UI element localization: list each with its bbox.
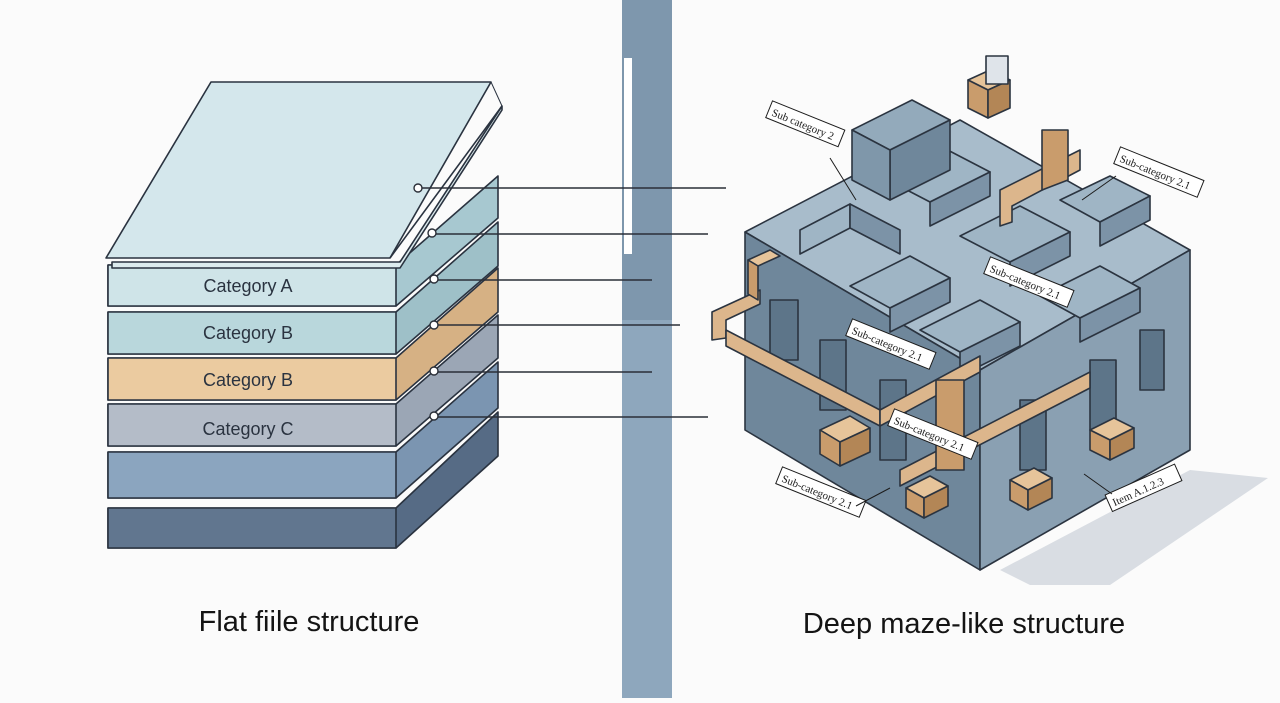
flat-stack (105, 81, 503, 549)
flat-structure-caption: Flat fiile structure (198, 606, 420, 638)
stack-layer-2 (107, 221, 499, 355)
tag-1: Sub category 2 (765, 100, 846, 148)
stack-layer-3 (107, 267, 499, 401)
layer-label-2: Category B (203, 323, 293, 343)
stack-top-sheet (105, 81, 503, 259)
stack-layer-1 (107, 175, 499, 307)
stack-layer-4 (107, 314, 499, 447)
maze-structure-caption: Deep maze-like structure (802, 608, 1126, 640)
layer-label-4: Category C (202, 419, 293, 439)
layer-label-1: Category A (203, 276, 292, 296)
connector-lines (413, 183, 726, 421)
maze-cube (711, 55, 1268, 585)
center-divider (622, 0, 672, 698)
layer-label-3: Category B (203, 370, 293, 390)
stack-layer-5 (107, 361, 499, 499)
stack-layer-6 (107, 411, 499, 549)
